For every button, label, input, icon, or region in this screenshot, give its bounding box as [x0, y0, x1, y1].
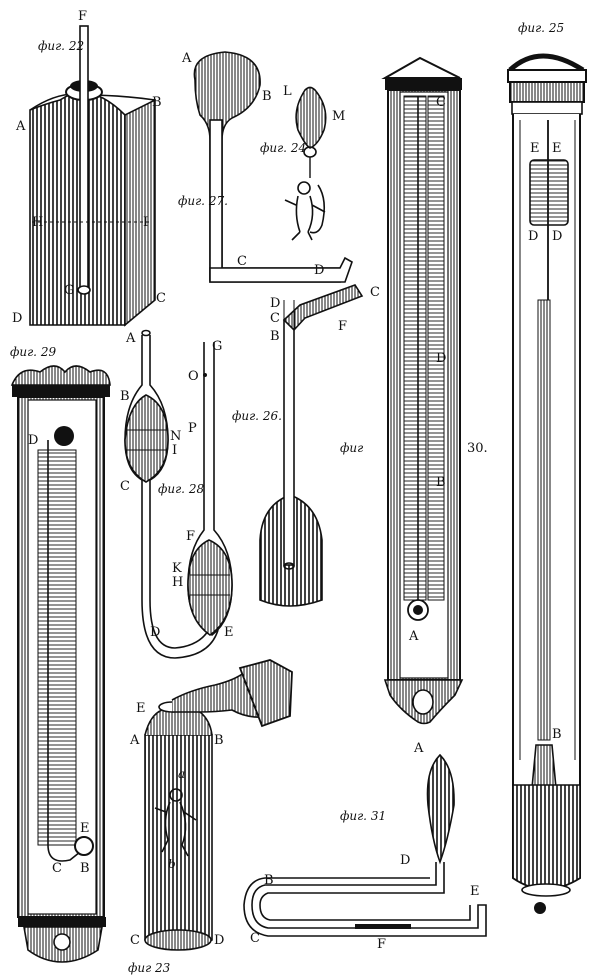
- label-C: C: [270, 311, 280, 326]
- label-M: M: [332, 109, 345, 124]
- figure-30: фиг 30. C D B A: [340, 56, 488, 725]
- label-I: I: [143, 215, 148, 230]
- label-B: B: [264, 873, 274, 888]
- figure-26: фиг. 26. D C C B F: [232, 284, 380, 607]
- label-D: D: [436, 351, 446, 366]
- label-C: C: [237, 254, 247, 269]
- label-L: L: [283, 84, 292, 99]
- label-b: b: [168, 857, 176, 871]
- label-I: I: [172, 443, 177, 458]
- label-D: D: [270, 296, 280, 311]
- label-K: K: [172, 561, 182, 576]
- label-P: P: [188, 421, 197, 436]
- label-H: H: [172, 575, 183, 590]
- figure-27-caption: фиг. 27.: [178, 194, 228, 208]
- label-C: C: [120, 479, 130, 494]
- figure-25: фиг. 25 E E D D B: [507, 21, 587, 914]
- label-E2: E: [552, 141, 562, 156]
- label-O: O: [188, 369, 199, 384]
- label-F: F: [338, 319, 347, 334]
- label-G: G: [64, 283, 74, 298]
- label-G: G: [212, 339, 222, 354]
- label-D: D: [528, 229, 538, 244]
- figure-26-caption: фиг. 26.: [232, 409, 282, 423]
- figure-31: фиг. 31 A D B E C F: [243, 741, 487, 952]
- figure-22: фиг. 22 F A B H I G D C: [12, 9, 166, 327]
- label-D: D: [400, 853, 410, 868]
- label-F: F: [377, 937, 386, 952]
- figure-23: фиг 23 E A B a b C D: [128, 659, 293, 975]
- label-N: N: [170, 429, 181, 444]
- figure-22-caption: фиг. 22: [38, 39, 84, 53]
- figure-31-caption: фиг. 31: [340, 809, 386, 823]
- figure-24-caption: фиг. 24: [260, 141, 306, 155]
- label-E: E: [530, 141, 540, 156]
- label-D: D: [214, 933, 224, 948]
- label-D: D: [12, 311, 22, 326]
- label-C2: C: [370, 285, 380, 300]
- label-A: A: [413, 741, 424, 756]
- label-D2: D: [552, 229, 562, 244]
- label-B: B: [214, 733, 224, 748]
- figure-28-caption: фиг. 28: [158, 482, 204, 496]
- label-B: B: [120, 389, 130, 404]
- label-B: B: [270, 329, 280, 344]
- label-F: F: [78, 9, 87, 24]
- figure-30-caption: фиг: [340, 441, 363, 455]
- figurine: [284, 181, 326, 241]
- label-B: B: [436, 475, 446, 490]
- label-B: B: [262, 89, 272, 104]
- imp-figure: [154, 788, 197, 857]
- label-H: H: [32, 215, 43, 230]
- label-C: C: [250, 931, 260, 946]
- label-C: C: [156, 291, 166, 306]
- figure-29-caption: фиг. 29: [10, 345, 56, 359]
- label-D: D: [314, 263, 324, 278]
- label-E: E: [80, 821, 90, 836]
- label-B: B: [152, 95, 162, 110]
- figure-23-caption: фиг 23: [128, 961, 171, 975]
- label-E: E: [470, 884, 480, 899]
- label-C: C: [436, 95, 446, 110]
- figure-29: фиг. 29 D E C B: [10, 345, 111, 963]
- figure-24: фиг. 24 L M: [260, 84, 345, 241]
- figure-30-number: 30.: [467, 441, 488, 456]
- label-A: A: [15, 119, 26, 134]
- label-C: C: [130, 933, 140, 948]
- figure-28: фиг. 28 A G O B P N I C F K H D E: [120, 329, 234, 659]
- label-D: D: [150, 625, 160, 640]
- label-C: C: [52, 861, 62, 876]
- label-E: E: [224, 625, 234, 640]
- figure-25-caption: фиг. 25: [518, 21, 564, 35]
- label-A: A: [129, 733, 140, 748]
- label-A: A: [125, 331, 136, 346]
- label-a: a: [178, 767, 185, 781]
- label-F: F: [186, 529, 195, 544]
- label-A: A: [181, 51, 192, 66]
- label-A: A: [408, 629, 419, 644]
- label-D: D: [28, 433, 38, 448]
- label-B: B: [80, 861, 90, 876]
- label-B: B: [552, 727, 562, 742]
- label-E: E: [136, 701, 146, 716]
- figure-27: фиг. 27. A B C D: [178, 51, 353, 283]
